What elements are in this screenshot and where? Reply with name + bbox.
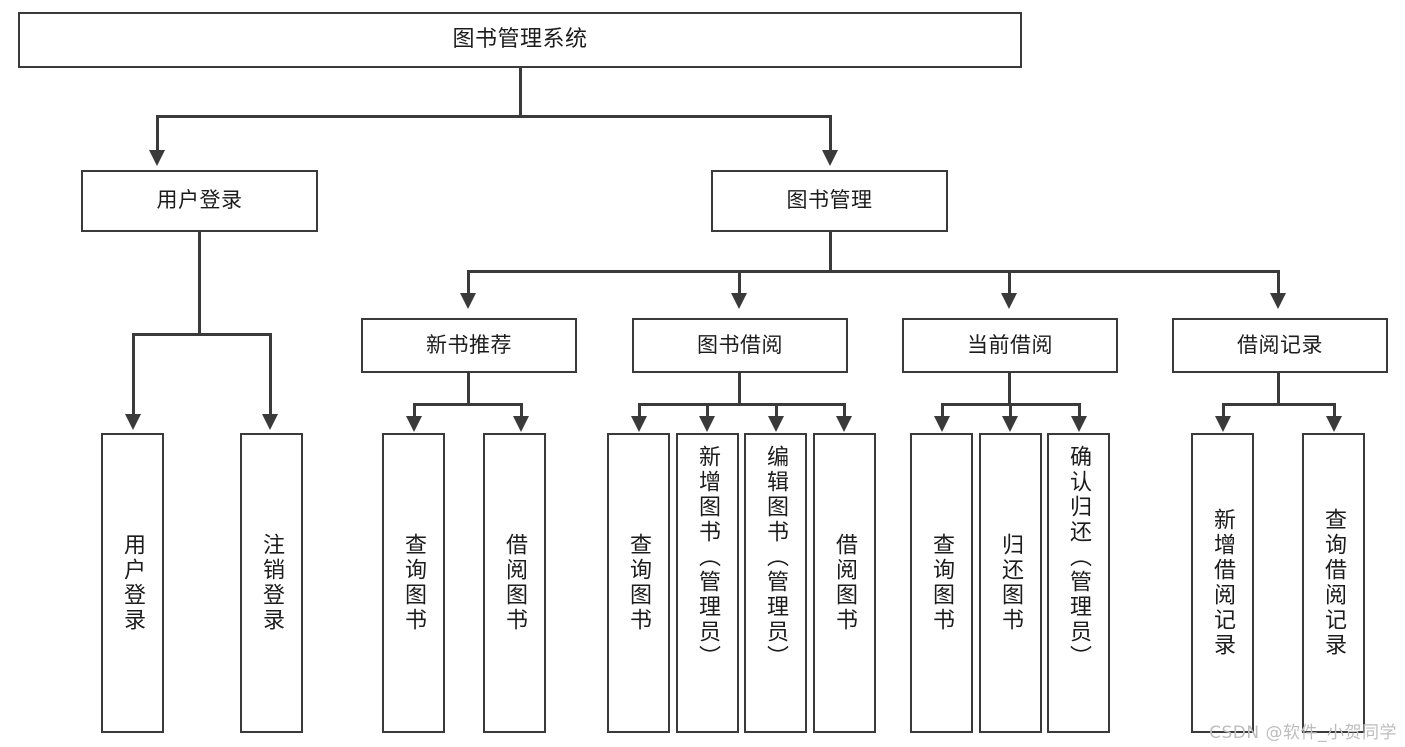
connector-current-borrow-stem (1008, 373, 1011, 405)
leaf-book-borrow-edit-book[interactable]: 编辑图书（管理员） (744, 433, 807, 733)
arrowhead-book-borrow (731, 293, 747, 309)
node-label: 图书管理 (786, 188, 873, 213)
connector-book-borrow-bus (638, 403, 846, 406)
node-label: 图书管理系统 (452, 26, 588, 52)
leaf-current-borrow-return-book[interactable]: 归还图书 (979, 433, 1042, 733)
connector-book-borrow-to-query (638, 403, 641, 420)
node-current-borrow[interactable]: 当前借阅 (902, 318, 1118, 373)
connector-new-book-to-borrow (520, 403, 523, 420)
arrowhead-new-book (460, 293, 476, 309)
connector-to-book-borrow (738, 270, 741, 297)
connector-book-manage-stem (829, 232, 832, 272)
connector-user-login-bus (132, 333, 272, 336)
connector-user-login-stem (198, 232, 201, 335)
arrowhead-current-borrow-return (1002, 416, 1018, 432)
connector-root-stem (519, 68, 522, 116)
connector-book-borrow-stem (738, 373, 741, 405)
node-label: 借阅图书 (502, 533, 528, 633)
arrowhead-book-borrow-query (631, 416, 647, 432)
arrowhead-borrow-record-query (1326, 416, 1342, 432)
arrowhead-book-borrow-borrow (836, 416, 852, 432)
node-label: 查询图书 (401, 533, 427, 633)
connector-book-manage-bus (467, 270, 1280, 273)
connector-to-borrow-record (1277, 270, 1280, 297)
leaf-book-borrow-query-book[interactable]: 查询图书 (607, 433, 670, 733)
node-label: 归还图书 (998, 533, 1024, 633)
connector-book-borrow-to-add (706, 403, 709, 420)
node-label: 用户登录 (120, 533, 146, 633)
node-label: 查询图书 (626, 533, 652, 633)
connector-root-to-book-manage (829, 115, 832, 153)
connector-root-bus (156, 115, 832, 118)
node-label: 确认归还（管理员） (1066, 445, 1092, 670)
connector-borrow-record-to-query (1333, 403, 1336, 420)
arrowhead-new-book-query (406, 416, 422, 432)
node-label: 借阅图书 (832, 533, 858, 633)
connector-new-book-bus (413, 403, 523, 406)
leaf-book-borrow-add-book[interactable]: 新增图书（管理员） (676, 433, 739, 733)
connector-current-borrow-to-confirm (1078, 403, 1081, 420)
node-label: 编辑图书（管理员） (763, 445, 789, 670)
connector-borrow-record-stem (1277, 373, 1280, 405)
arrowhead-new-book-borrow (513, 416, 529, 432)
node-label: 用户登录 (156, 188, 243, 213)
connector-new-book-to-query (413, 403, 416, 420)
arrowhead-current-borrow-query (934, 416, 950, 432)
node-label: 图书借阅 (697, 332, 783, 357)
leaf-new-book-query-book[interactable]: 查询图书 (382, 433, 445, 733)
arrowhead-current-borrow-confirm (1071, 416, 1087, 432)
leaf-user-login[interactable]: 用户登录 (101, 433, 164, 733)
leaf-borrow-record-add-record[interactable]: 新增借阅记录 (1191, 433, 1254, 733)
node-borrow-record[interactable]: 借阅记录 (1172, 318, 1388, 373)
connector-new-book-stem (467, 373, 470, 405)
arrowhead-book-borrow-edit (768, 416, 784, 432)
connector-to-leaf-user-login (132, 333, 135, 418)
connector-to-new-book (467, 270, 470, 297)
node-label: 新书推荐 (426, 332, 512, 357)
node-label: 注销登录 (259, 533, 285, 633)
node-book-manage[interactable]: 图书管理 (711, 170, 948, 232)
leaf-new-book-borrow-book[interactable]: 借阅图书 (483, 433, 546, 733)
connector-to-leaf-logout (269, 333, 272, 418)
node-label: 查询借阅记录 (1321, 508, 1347, 658)
node-label: 新增借阅记录 (1210, 508, 1236, 658)
arrowhead-current-borrow (1001, 293, 1017, 309)
connector-to-current-borrow (1008, 270, 1011, 297)
connector-root-to-user-login (156, 115, 159, 153)
arrowhead-leaf-user-login (125, 414, 141, 430)
arrowhead-leaf-logout (262, 414, 278, 430)
node-label: 新增图书（管理员） (695, 445, 721, 670)
node-user-login[interactable]: 用户登录 (81, 170, 318, 232)
connector-borrow-record-to-add (1222, 403, 1225, 420)
leaf-current-borrow-confirm-return[interactable]: 确认归还（管理员） (1047, 433, 1110, 733)
leaf-logout[interactable]: 注销登录 (240, 433, 303, 733)
arrowhead-book-manage (822, 150, 838, 166)
node-label: 当前借阅 (967, 332, 1053, 357)
connector-current-borrow-to-return (1009, 403, 1012, 420)
connector-book-borrow-to-borrow (843, 403, 846, 420)
leaf-borrow-record-query-record[interactable]: 查询借阅记录 (1302, 433, 1365, 733)
node-root-system[interactable]: 图书管理系统 (18, 12, 1022, 68)
arrowhead-borrow-record (1270, 293, 1286, 309)
connector-book-borrow-to-edit (775, 403, 778, 420)
node-label: 借阅记录 (1237, 332, 1323, 357)
node-label: 查询图书 (929, 533, 955, 633)
arrowhead-book-borrow-add (699, 416, 715, 432)
leaf-book-borrow-borrow-book[interactable]: 借阅图书 (813, 433, 876, 733)
leaf-current-borrow-query-book[interactable]: 查询图书 (910, 433, 973, 733)
connector-current-borrow-to-query (941, 403, 944, 420)
arrowhead-user-login (149, 150, 165, 166)
connector-borrow-record-bus (1222, 403, 1336, 406)
arrowhead-borrow-record-add (1215, 416, 1231, 432)
node-new-book-recommend[interactable]: 新书推荐 (361, 318, 577, 373)
node-book-borrow[interactable]: 图书借阅 (632, 318, 848, 373)
